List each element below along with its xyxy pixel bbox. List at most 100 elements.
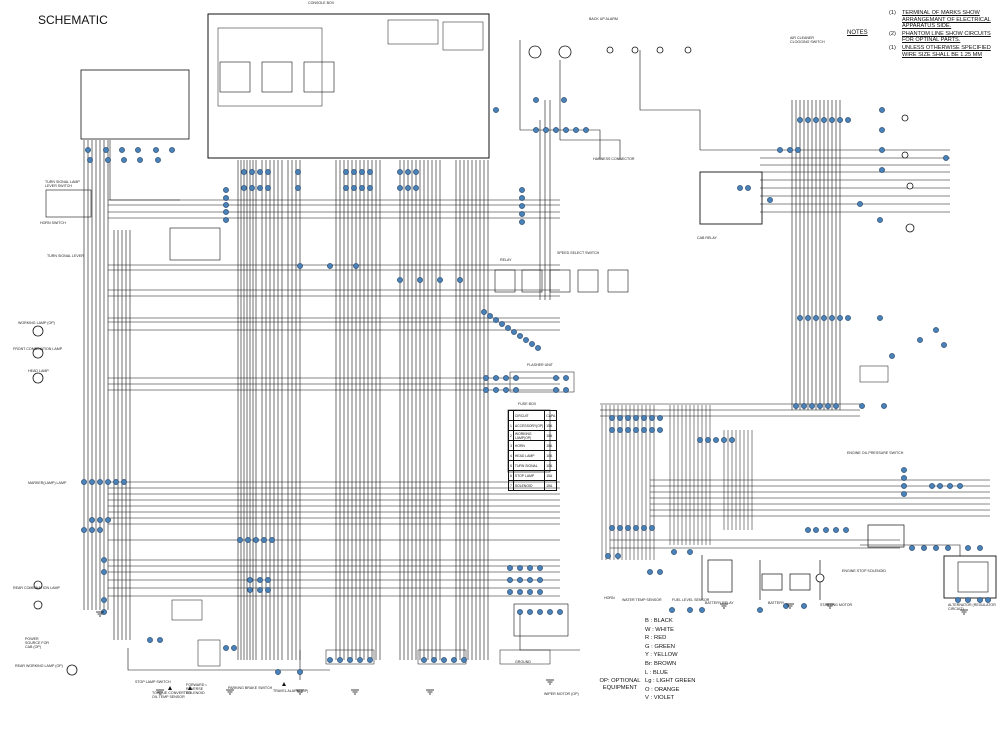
connector-terminal	[965, 545, 971, 551]
connector-terminal	[519, 219, 525, 225]
connector-terminal	[405, 185, 411, 191]
component-box	[417, 649, 467, 665]
connector-terminal	[295, 169, 301, 175]
connector-terminal	[347, 657, 353, 663]
connector-terminal	[657, 569, 663, 575]
connector-terminal	[795, 147, 801, 153]
lamp-symbol	[32, 347, 44, 359]
connector-terminal	[797, 315, 803, 321]
connector-terminal	[901, 491, 907, 497]
connector-terminal	[223, 209, 229, 215]
parking-brake-label: PARKING BRAKE SWITCH	[228, 686, 273, 690]
console-box-label: CONSOLE BOX	[308, 1, 335, 5]
legend-item: V : VIOLET	[645, 695, 675, 702]
connector-terminal	[757, 607, 763, 613]
wire	[559, 60, 621, 160]
connector-terminal	[985, 597, 991, 603]
notes-heading: NOTES	[847, 30, 868, 36]
connector-terminal	[945, 545, 951, 551]
connector-terminal	[295, 185, 301, 191]
component-box	[387, 19, 439, 45]
page-title: SCHEMATIC	[38, 13, 108, 27]
horn-switch-label: HORN SWITCH	[40, 221, 66, 225]
component-box	[45, 189, 92, 218]
connector-terminal	[649, 525, 655, 531]
terminal-arrow	[168, 686, 172, 690]
connector-terminal	[493, 375, 499, 381]
connector-terminal	[617, 427, 623, 433]
connector-terminal	[845, 117, 851, 123]
torque-converter-label: TORQUE CONVERTER OIL TEMP SENSOR	[152, 691, 191, 699]
connector-terminal	[265, 587, 271, 593]
connector-terminal	[929, 483, 935, 489]
connector-terminal	[147, 637, 153, 643]
connector-terminal	[805, 527, 811, 533]
component-box	[499, 649, 551, 665]
connector-terminal	[845, 315, 851, 321]
component-box	[761, 573, 783, 591]
connector-terminal	[241, 185, 247, 191]
connector-terminal	[275, 669, 281, 675]
rear-combination-lamp-label: REAR COMBINATION LAMP	[13, 586, 60, 590]
turn-signal-lever-label: TURN SIGNAL LEVER	[47, 254, 84, 258]
legend-item: Y : YELLOW	[645, 652, 678, 659]
legend-item: G : GREEN	[645, 643, 675, 650]
note-item: (1)UNLESS OTHERWISE SPECIFIED WIRE SIZE …	[889, 44, 991, 58]
connector-terminal	[965, 597, 971, 603]
connector-terminal	[257, 185, 263, 191]
connector-terminal	[937, 483, 943, 489]
connector-terminal	[563, 375, 569, 381]
lamp-symbol	[606, 46, 614, 54]
component-box	[219, 61, 251, 93]
connector-terminal	[487, 313, 493, 319]
connector-terminal	[513, 387, 519, 393]
water-temp-label: WATER TEMP SENSOR	[622, 598, 662, 602]
connector-terminal	[563, 127, 569, 133]
connector-terminal	[87, 157, 93, 163]
fuel-level-label: FUEL LEVEL SENSOR	[672, 598, 710, 602]
connector-terminal	[519, 195, 525, 201]
connector-terminal	[457, 277, 463, 283]
connector-terminal	[941, 342, 947, 348]
ground-label: GROUND	[515, 660, 531, 664]
connector-terminal	[527, 609, 533, 615]
connector-terminal	[697, 437, 703, 443]
connector-terminal	[909, 545, 915, 551]
connector-terminal	[687, 607, 693, 613]
connector-terminal	[451, 657, 457, 663]
connector-terminal	[901, 475, 907, 481]
connector-terminal	[101, 557, 107, 563]
connector-terminal	[505, 325, 511, 331]
wire	[639, 50, 701, 150]
connector-terminal	[511, 329, 517, 335]
connector-terminal	[933, 545, 939, 551]
forward-reverse-label: FORWARD • REVERSE SOLENOID	[186, 683, 207, 695]
air-cleaner-label: AIR CLEANER CLOGGING SWITCH	[790, 36, 825, 44]
connector-terminal	[153, 147, 159, 153]
connector-terminal	[729, 437, 735, 443]
connector-terminal	[633, 415, 639, 421]
connector-terminal	[357, 657, 363, 663]
connector-terminal	[253, 537, 259, 543]
connector-terminal	[829, 117, 835, 123]
connector-terminal	[837, 315, 843, 321]
component-box	[80, 69, 190, 140]
connector-terminal	[583, 127, 589, 133]
engine-oil-pressure-label: ENGINE OIL PRESSURE SWITCH	[847, 451, 904, 455]
connector-terminal	[367, 169, 373, 175]
component-box	[513, 603, 569, 637]
connector-terminal	[105, 157, 111, 163]
connector-terminal	[901, 483, 907, 489]
wire	[127, 648, 330, 671]
connector-terminal	[517, 589, 523, 595]
component-box	[494, 269, 516, 293]
connector-terminal	[421, 657, 427, 663]
travel-alarm-label: TRAVEL ALARM (OP)	[273, 689, 309, 693]
component-box	[867, 524, 905, 548]
terminal-arrow	[188, 686, 192, 690]
connector-terminal	[101, 569, 107, 575]
